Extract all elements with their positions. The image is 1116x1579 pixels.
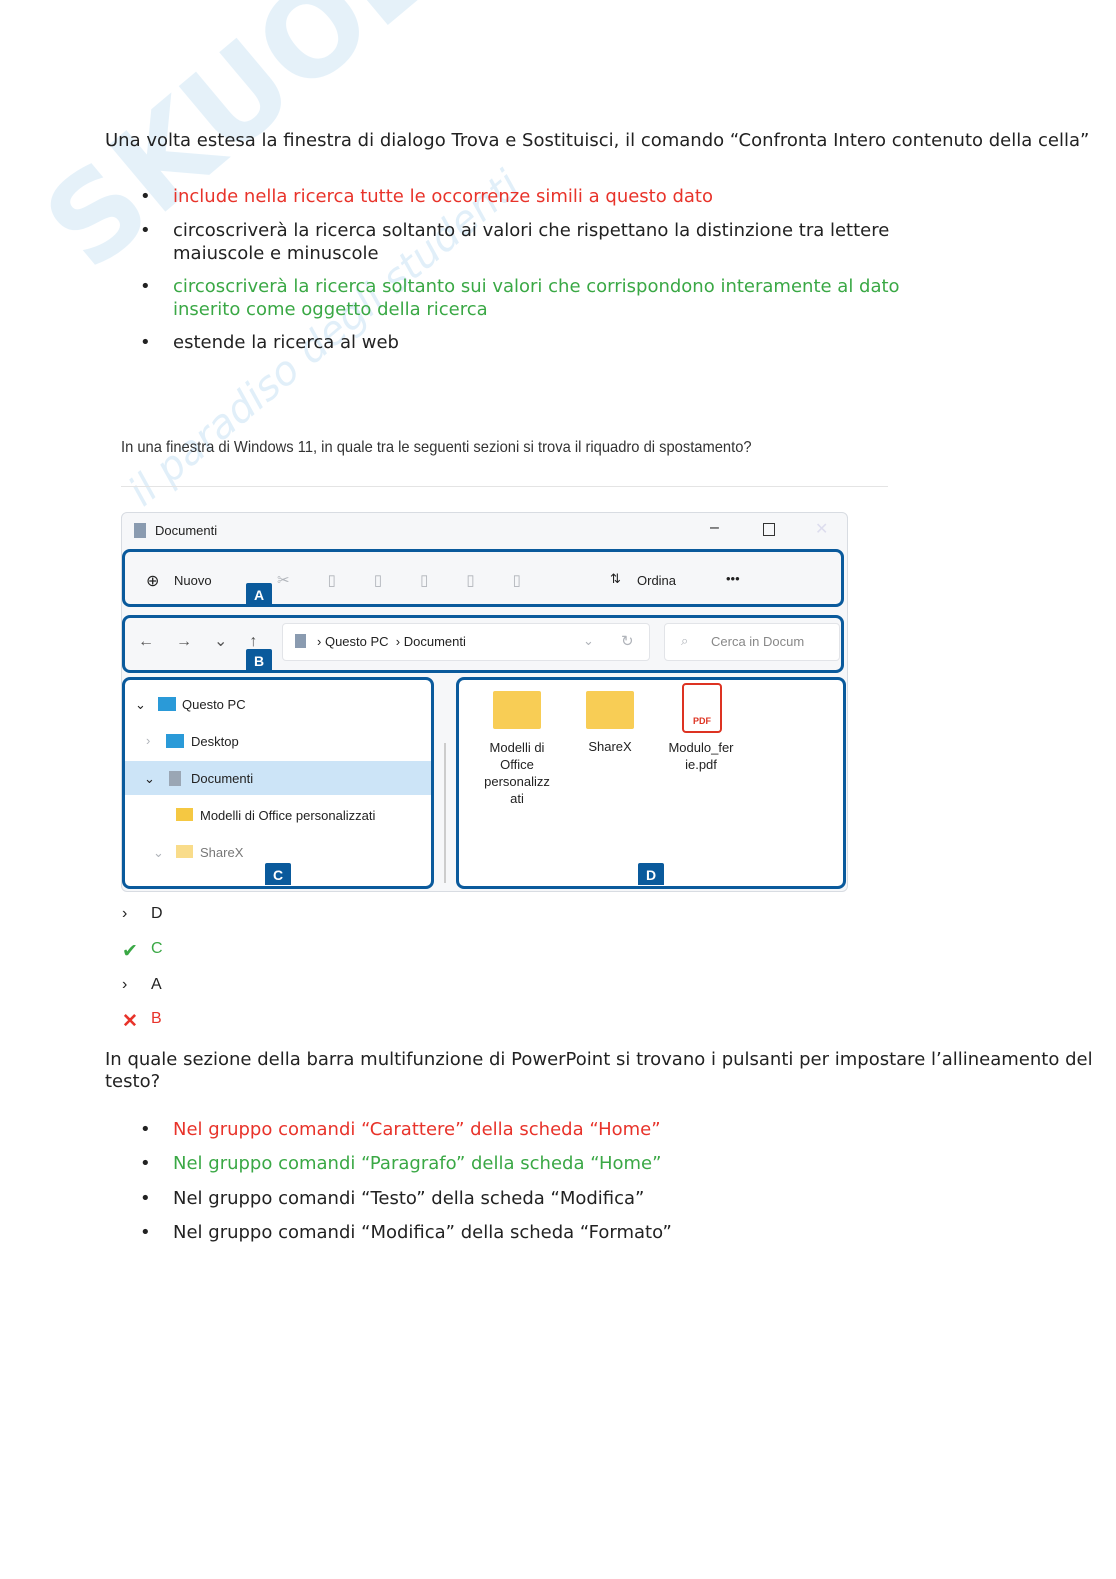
document-icon (134, 523, 146, 538)
address-bar: › Questo PC › Documenti ⌄ ↻ (282, 623, 650, 661)
tree-documenti: Documenti (191, 771, 254, 786)
tag-b: B (246, 649, 272, 671)
new-button: Nuovo (174, 573, 212, 588)
cross-icon: ✕ (122, 1011, 138, 1032)
window-title: Documenti (155, 523, 218, 538)
check-icon: ✔ (122, 941, 138, 962)
breadcrumb-questo-pc: Questo PC (324, 634, 389, 649)
dropdown-icon: ⌄ (583, 633, 594, 648)
tag-c: C (265, 863, 291, 885)
folder-icon (176, 808, 193, 821)
file-modulo-ferie: Modulo_fer ie.pdf (668, 740, 734, 772)
section-d-content-pane (456, 677, 846, 889)
sort-icon: ⇅ (610, 571, 621, 586)
chevron-right-icon: › (122, 976, 128, 993)
chevron-right-icon: › (122, 905, 128, 922)
folder-icon (176, 845, 193, 858)
search-box: ⌕ Cerca in Docum (664, 623, 840, 661)
nav-arrows-icon: ←→⌄↑ (138, 633, 280, 650)
desktop-icon (166, 734, 184, 748)
section-b-address-bar (122, 615, 844, 673)
file-modelli: Modelli di Office personalizz ati (484, 740, 550, 806)
tag-a: A (246, 583, 272, 605)
minimize-icon: – (710, 519, 719, 536)
maximize-icon (763, 523, 775, 536)
new-icon: ⊕ (146, 573, 160, 590)
expand-icon: ⌄ (144, 771, 155, 786)
tree-sharex: ShareX (200, 845, 244, 860)
tree-desktop: Desktop (191, 734, 239, 749)
explorer-window-screenshot: Documenti – ✕ ⊕ Nuovo ✂▯▯▯▯▯ ⇅ Ordina ••… (121, 512, 848, 892)
breadcrumb-documenti: Documenti (403, 634, 466, 649)
search-icon: ⌕ (681, 633, 689, 648)
refresh-icon: ↻ (621, 633, 634, 650)
close-icon: ✕ (815, 521, 829, 538)
splitter (444, 743, 446, 883)
tag-d: D (638, 863, 664, 885)
tree-questo-pc: Questo PC (182, 697, 246, 712)
file-sharex: ShareX (588, 739, 632, 754)
collapse-icon: › (146, 733, 151, 748)
search-placeholder: Cerca in Docum (711, 634, 805, 649)
content-pane: Modelli di Office personalizz ati ShareX… (456, 677, 846, 889)
navigation-pane: ⌄ Questo PC › Desktop ⌄ Documenti Modell… (122, 677, 434, 889)
divider (121, 486, 888, 487)
question-3: In quale sezione della barra multifunzio… (105, 1049, 1093, 1092)
folder-icon (493, 691, 541, 729)
question-2: In una finestra di Windows 11, in quale … (121, 439, 752, 456)
more-icon: ••• (726, 571, 740, 586)
section-c-navigation-pane (122, 677, 434, 889)
edit-icons: ✂▯▯▯▯▯ (277, 572, 559, 589)
pdf-icon: PDF (682, 683, 722, 733)
section-a-command-bar (122, 549, 844, 607)
document-icon (295, 634, 306, 648)
question-1: Una volta estesa la finestra di dialogo … (105, 130, 1090, 151)
pc-icon (158, 697, 176, 711)
document-icon (169, 771, 181, 786)
expand-icon: ⌄ (135, 697, 146, 712)
tree-modelli: Modelli di Office personalizzati (200, 808, 376, 823)
sort-button: Ordina (637, 573, 677, 588)
expand-icon: ⌄ (153, 845, 164, 860)
folder-icon (586, 691, 634, 729)
